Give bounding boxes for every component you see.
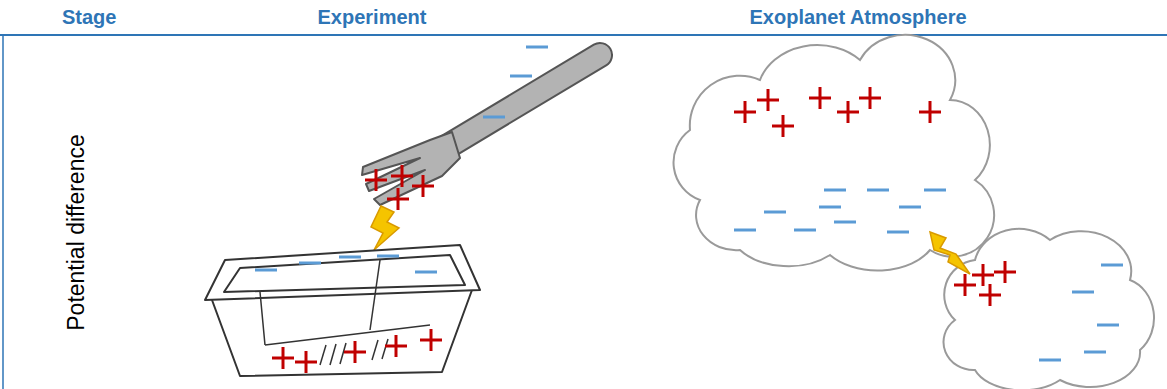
- header-rule: [0, 34, 1167, 36]
- charge-plus: [295, 351, 317, 373]
- charge-plus: [420, 329, 442, 351]
- cloud-shape: [944, 229, 1155, 389]
- row-header: Potential difference: [62, 134, 89, 331]
- charge-minus: [339, 257, 361, 258]
- cloud-charges: [734, 87, 1123, 360]
- charge-plus: [344, 341, 366, 363]
- tray-illustration: [205, 245, 480, 376]
- spark-symbol: [371, 206, 399, 250]
- charge-plus: [385, 335, 407, 357]
- charge-minus: [377, 256, 399, 257]
- spark-symbol: [930, 232, 970, 274]
- fork-illustration: [362, 47, 600, 210]
- charge-plus: [272, 347, 294, 369]
- charge-minus: [255, 270, 277, 271]
- column-header: Stage: [62, 6, 116, 29]
- column-header: Exoplanet Atmosphere: [750, 6, 967, 29]
- charge-minus: [299, 263, 321, 264]
- charge-minus: [415, 272, 437, 273]
- column-header: Experiment: [318, 6, 427, 29]
- cloud-shape: [674, 35, 995, 271]
- frame-line: [2, 35, 4, 389]
